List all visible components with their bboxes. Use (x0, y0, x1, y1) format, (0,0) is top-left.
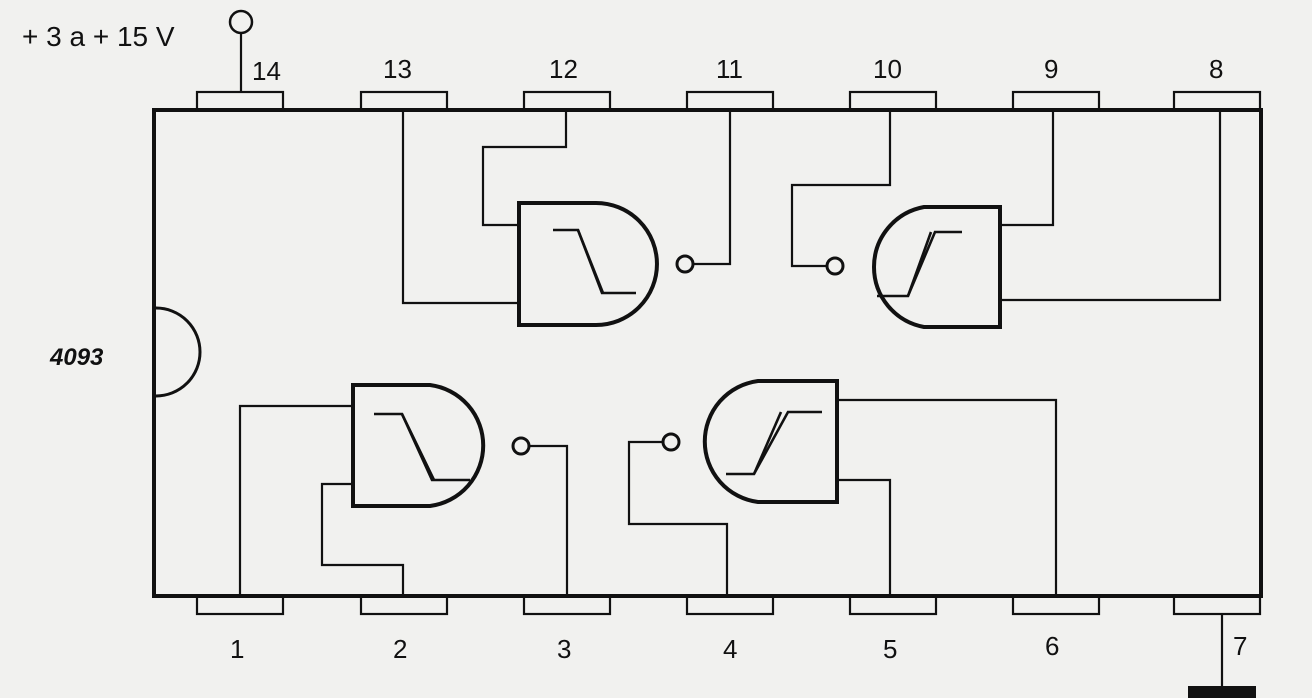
pin-2-pad (359, 594, 449, 616)
wire-gate-c-to-pin3 (529, 444, 569, 596)
schmitt-nand-gate-b (825, 205, 1002, 329)
wire-pin12-to-gate-a (481, 110, 568, 227)
pin-14-label: 14 (252, 56, 281, 86)
pin-4-label: 4 (723, 634, 737, 664)
pin-6-label: 6 (1045, 631, 1059, 661)
pin-13-pad (359, 90, 449, 112)
pin-10-label: 10 (873, 54, 902, 84)
pin-13-label: 13 (383, 54, 412, 84)
vcc-terminal-icon (228, 9, 254, 35)
pin-1-pad (195, 594, 285, 616)
pin-11-pad (685, 90, 775, 112)
pin-5-label: 5 (883, 634, 897, 664)
pin-7-pad (1172, 594, 1262, 616)
wire-pin8-to-gate-b (1000, 110, 1222, 302)
wire-pin13-to-gate-a (401, 110, 519, 305)
pin-8-label: 8 (1209, 54, 1223, 84)
pin-7-label: 7 (1233, 631, 1247, 661)
supply-voltage-label: + 3 a + 15 V (22, 21, 175, 52)
schmitt-nand-gate-a (517, 201, 695, 327)
pin-9-label: 9 (1044, 54, 1058, 84)
chip-part-number: 4093 (49, 344, 104, 371)
pin-3-label: 3 (557, 634, 571, 664)
pin-12-label: 12 (549, 54, 578, 84)
wire-gate-a-to-pin11 (693, 110, 732, 266)
ground-icon (1188, 686, 1256, 698)
pin-9-pad (1011, 90, 1101, 112)
pin-4-pad (685, 594, 775, 616)
pin-6-pad (1011, 594, 1101, 616)
schmitt-nand-gate-d (661, 379, 839, 504)
wire-pin2-to-gate-c (320, 482, 405, 596)
pin-5-pad (848, 594, 938, 616)
pin-14-pad (195, 90, 285, 112)
wire-pin4-to-gate-d (627, 440, 729, 596)
wire-pin1-to-gate-c (238, 404, 353, 596)
wire-pin5-to-gate-d (837, 478, 892, 596)
chip-notch (155, 306, 202, 398)
pin-1-label: 1 (230, 634, 244, 664)
pin-3-pad (522, 594, 612, 616)
pin-8-pad (1172, 90, 1262, 112)
wire-pin10-to-gate-b (790, 110, 892, 268)
wire-pin6-to-gate-d (837, 398, 1058, 596)
pin-11-label: 11 (716, 54, 743, 84)
pin-12-pad (522, 90, 612, 112)
schmitt-nand-gate-c (351, 383, 531, 508)
pin-2-label: 2 (393, 634, 407, 664)
pin-10-pad (848, 90, 938, 112)
wire-pin9-to-gate-b (1000, 110, 1055, 227)
